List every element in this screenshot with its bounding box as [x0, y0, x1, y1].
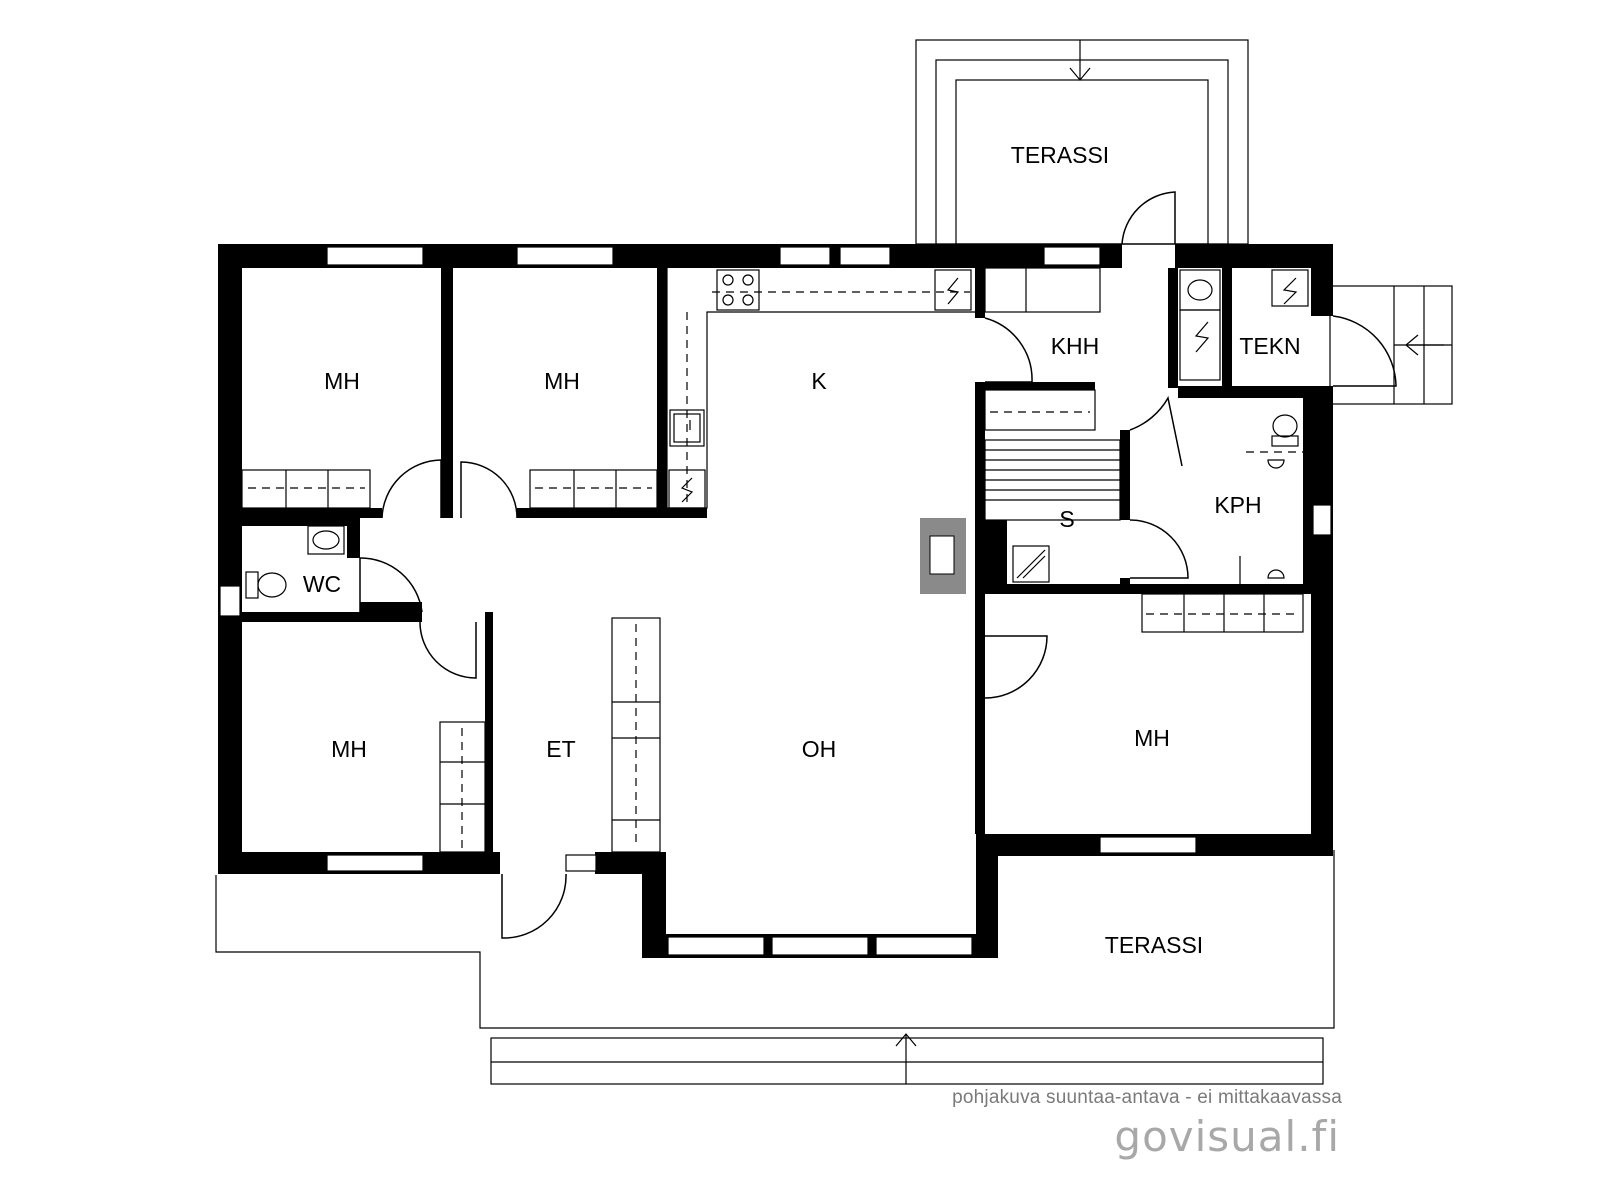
- room-label-oh: OH: [802, 736, 837, 762]
- sauna-benches: [984, 439, 1121, 583]
- room-label-khh: KHH: [1051, 333, 1100, 359]
- interior-walls: [242, 268, 1311, 852]
- windows: [219, 246, 1332, 956]
- room-label-s: S: [1059, 506, 1074, 532]
- room-label-terassi-top: TERASSI: [1011, 142, 1109, 168]
- closets: [241, 267, 1304, 853]
- bathroom-fixtures: [245, 269, 1309, 599]
- fireplace: [920, 518, 966, 594]
- disclaimer-caption: pohjakuva suuntaa-antava - ei mittakaava…: [952, 1087, 1342, 1108]
- room-label-terassi-bottom: TERASSI: [1105, 932, 1203, 958]
- room-label-mh-1: MH: [324, 368, 360, 394]
- room-label-tekn: TEKN: [1239, 333, 1300, 359]
- terrace-bottom: [215, 850, 1335, 1085]
- room-label-kph: KPH: [1214, 492, 1261, 518]
- room-labels: MH MH K KHH TEKN WC S KPH MH ET OH MH TE…: [303, 142, 1301, 958]
- doors: [359, 191, 1397, 939]
- brand-logo: govisual.fi: [1114, 1112, 1340, 1161]
- kitchen-counter: [666, 268, 975, 509]
- entrance-steps-right: [1329, 285, 1453, 405]
- room-label-mh-4: MH: [1134, 725, 1170, 751]
- room-label-mh-2: MH: [544, 368, 580, 394]
- room-label-mh-3: MH: [331, 736, 367, 762]
- room-label-k: K: [811, 368, 827, 394]
- room-label-wc: WC: [303, 571, 341, 597]
- room-label-et: ET: [546, 736, 575, 762]
